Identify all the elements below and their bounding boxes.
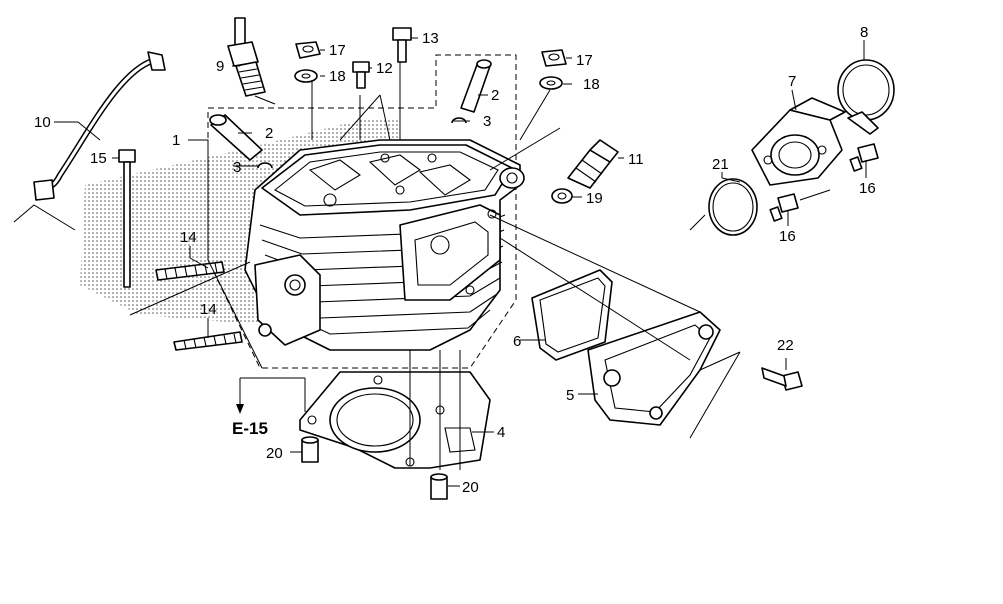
callout-19: 19 xyxy=(586,190,603,207)
callout-17-right: 17 xyxy=(576,52,593,69)
dowel-pin-right[interactable] xyxy=(430,473,448,500)
callout-13: 13 xyxy=(422,30,439,47)
callout-3-left: 3 xyxy=(233,159,241,176)
valve-guide-left[interactable] xyxy=(209,114,263,161)
washer-right[interactable] xyxy=(539,76,563,90)
bolt-16-right[interactable] xyxy=(849,143,879,172)
clip-left[interactable] xyxy=(257,162,273,169)
callout-8: 8 xyxy=(860,24,868,41)
callout-22: 22 xyxy=(777,337,794,354)
sensor-washer[interactable] xyxy=(551,188,573,204)
callout-15: 15 xyxy=(90,150,107,167)
callout-9: 9 xyxy=(216,58,224,75)
band-clamp[interactable] xyxy=(837,59,895,135)
callout-4: 4 xyxy=(497,424,505,441)
callout-18-right: 18 xyxy=(583,76,600,93)
callout-7: 7 xyxy=(788,73,796,90)
callout-10: 10 xyxy=(34,114,51,131)
callout-18-left: 18 xyxy=(329,68,346,85)
stud-bolt-lower[interactable] xyxy=(173,331,243,351)
callout-17-left: 17 xyxy=(329,42,346,59)
callout-2-left: 2 xyxy=(265,125,273,142)
callout-3-right: 3 xyxy=(483,113,491,130)
assembly-outline xyxy=(207,54,517,369)
nut-right[interactable] xyxy=(541,49,567,67)
callout-labels: 1 2 2 3 3 4 5 6 7 8 9 10 11 12 13 14 14 … xyxy=(34,24,876,496)
callout-2-right: 2 xyxy=(491,87,499,104)
callout-11: 11 xyxy=(628,151,644,168)
callout-21: 21 xyxy=(712,156,729,173)
side-cover[interactable] xyxy=(587,311,721,426)
cylinder-head[interactable] xyxy=(244,139,525,351)
dowel-pin-left[interactable] xyxy=(301,436,319,463)
spark-plug[interactable] xyxy=(227,17,276,105)
washer-left[interactable] xyxy=(294,69,318,83)
valve-guide-right[interactable] xyxy=(460,59,492,113)
callout-20-right: 20 xyxy=(462,479,479,496)
temperature-sensor[interactable] xyxy=(567,139,619,189)
callout-12: 12 xyxy=(376,60,393,77)
oil-pipe[interactable] xyxy=(33,51,166,201)
bolt-22[interactable] xyxy=(761,367,803,391)
callout-14-lower: 14 xyxy=(200,301,217,318)
callout-20-left: 20 xyxy=(266,445,283,462)
callout-6: 6 xyxy=(513,333,521,350)
leader-lines xyxy=(13,37,867,487)
callout-16-left: 16 xyxy=(779,228,796,245)
nut-left[interactable] xyxy=(295,41,321,59)
bolt-13[interactable] xyxy=(392,27,412,63)
head-gasket[interactable] xyxy=(299,371,491,469)
callout-16-right: 16 xyxy=(859,180,876,197)
intake-pipe[interactable] xyxy=(751,97,846,186)
bolt-16-left[interactable] xyxy=(769,193,799,222)
bolt-12[interactable] xyxy=(352,61,370,89)
arrow-head xyxy=(236,404,244,414)
o-ring[interactable] xyxy=(708,178,758,236)
callout-14-upper: 14 xyxy=(180,229,197,246)
reference-label-e15: E-15 xyxy=(232,419,268,438)
callout-5: 5 xyxy=(566,387,574,404)
callout-1: 1 xyxy=(172,132,180,149)
side-cover-gasket[interactable] xyxy=(531,269,613,361)
stud-bolt-upper[interactable] xyxy=(155,261,225,281)
